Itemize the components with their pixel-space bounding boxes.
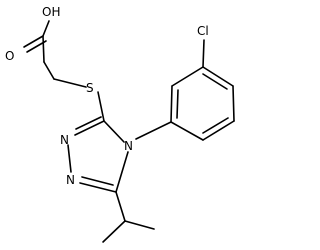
chemical-structure: OH O S N N N Cl	[5, 5, 235, 243]
bond-ph-2	[171, 66, 204, 87]
bond-n2-c3-a	[79, 182, 117, 193]
bond-ph-5	[202, 120, 235, 141]
bond-ch-me2	[124, 220, 155, 230]
bonds	[23, 20, 235, 243]
bond-ch2-s	[53, 78, 87, 88]
bond-c3-ch	[115, 191, 126, 222]
bond-c-cl	[202, 39, 205, 68]
carbonyl-oxygen-label: O	[5, 49, 14, 63]
bond-c5-n1-b	[75, 116, 102, 130]
atom-labels: OH O S N N N Cl	[5, 5, 209, 187]
hydroxyl-label: OH	[42, 5, 60, 19]
bond-c3-n4	[115, 151, 129, 193]
chlorine-label: Cl	[197, 24, 209, 38]
bond-c-ch2	[42, 35, 45, 63]
bond-ph-3-inner	[202, 73, 228, 90]
bond-ph-5-inner	[202, 117, 229, 134]
bond-s-c5	[97, 91, 105, 122]
bond-c5-n1-a	[74, 120, 105, 136]
bond-n2-c3-b	[81, 176, 114, 186]
triazole-n4-label: N	[124, 139, 133, 153]
triazole-n1-label: N	[60, 133, 69, 147]
bond-ph-4	[232, 85, 235, 122]
bond-n4-phenyl	[135, 121, 172, 140]
bond-c-o-double-a	[23, 35, 44, 48]
bond-ch2-down	[43, 61, 55, 80]
sulfur-label: S	[86, 81, 94, 95]
bond-ph-1	[170, 85, 173, 123]
bond-n1-n2	[67, 144, 72, 173]
bond-ph-1-inner	[176, 89, 179, 119]
bond-n4-c5	[103, 120, 125, 143]
bond-ch-me1	[102, 220, 126, 243]
bond-ph-6	[170, 121, 204, 141]
triazole-n2-label: N	[66, 173, 75, 187]
bond-ph-3	[202, 66, 234, 87]
bond-oh-c	[42, 20, 50, 37]
